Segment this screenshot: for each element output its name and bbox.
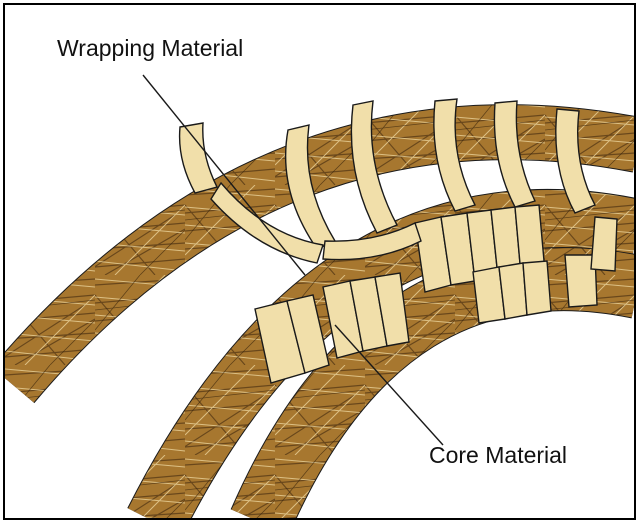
diagram-frame: Wrapping Material Core Material [3,3,636,520]
wrapping-material-label: Wrapping Material [57,35,243,62]
core-material-label: Core Material [429,442,567,469]
